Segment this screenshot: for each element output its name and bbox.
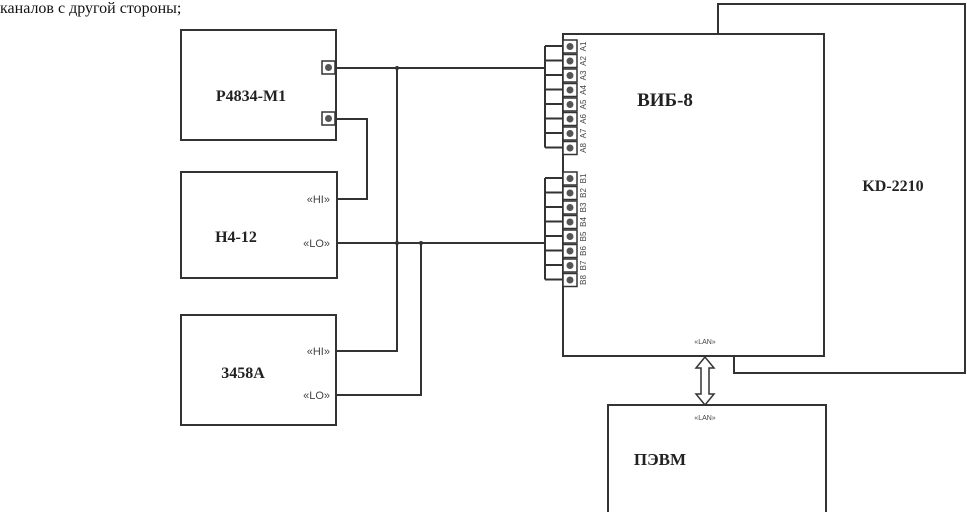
terminal-label: B6: [579, 246, 588, 256]
screw-icon: [566, 130, 574, 137]
screw-icon: [325, 64, 332, 71]
3458a-box: [180, 314, 337, 426]
3458a-hi-label: «HI»: [307, 346, 330, 358]
terminal-label: A7: [579, 128, 588, 138]
h4-12-label: Н4-12: [215, 229, 257, 246]
terminal-label: A8: [579, 143, 588, 153]
terminal-label: B4: [579, 217, 588, 227]
h4-12-box: [180, 171, 338, 279]
screw-icon: [566, 276, 574, 284]
kd2210-box: [717, 3, 966, 374]
screw-icon: [566, 72, 574, 79]
3458a-lo-label: «LO»: [303, 390, 330, 402]
screw-icon: [325, 115, 332, 122]
terminal-label: B8: [579, 275, 588, 285]
3458a-label: 3458A: [221, 365, 265, 382]
h4-12-hi-label: «HI»: [307, 194, 330, 206]
terminal-label: A1: [579, 41, 588, 51]
pc-label: ПЭВМ: [634, 450, 686, 469]
wire-p4834-to-h4-12-hi: [335, 118, 368, 200]
wire-3458a-hi: [336, 68, 398, 352]
terminal-label: B7: [579, 260, 588, 270]
terminal-label: A4: [579, 85, 588, 95]
terminal-label: A6: [579, 114, 588, 124]
screw-icon: [566, 189, 574, 197]
screw-icon: [566, 144, 574, 152]
terminal-label: A2: [579, 56, 588, 66]
lan-double-arrow-icon: [694, 355, 716, 407]
vib8-lan-label: «LAN»: [694, 339, 716, 346]
p4834-label: Р4834-М1: [216, 88, 286, 105]
terminal-label: B2: [579, 188, 588, 198]
screw-icon: [566, 204, 574, 211]
screw-icon: [566, 233, 574, 240]
terminal-label: A3: [579, 70, 588, 80]
vib8-label: ВИБ-8: [637, 90, 693, 111]
screw-icon: [566, 262, 574, 269]
screw-icon: [566, 57, 574, 65]
h4-12-lo-label: «LO»: [303, 238, 330, 250]
terminal-label: B1: [579, 173, 588, 183]
screw-icon: [566, 175, 574, 182]
terminal-label: B5: [579, 231, 588, 241]
kd2210-label: KD-2210: [862, 178, 923, 195]
screw-icon: [566, 101, 574, 108]
screw-icon: [566, 43, 574, 50]
screw-icon: [566, 86, 574, 94]
terminal-label: A5: [579, 99, 588, 109]
pc-box: [607, 404, 827, 512]
wire-3458a-lo: [336, 243, 422, 396]
screw-icon: [566, 218, 574, 226]
terminal-label: B3: [579, 202, 588, 212]
caption-text: каналов с другой стороны;: [0, 0, 182, 17]
pc-lan-label: «LAN»: [694, 415, 716, 422]
vib8-box: [562, 33, 825, 357]
p4834-box: [180, 29, 337, 141]
screw-icon: [566, 115, 574, 123]
screw-icon: [566, 247, 574, 255]
